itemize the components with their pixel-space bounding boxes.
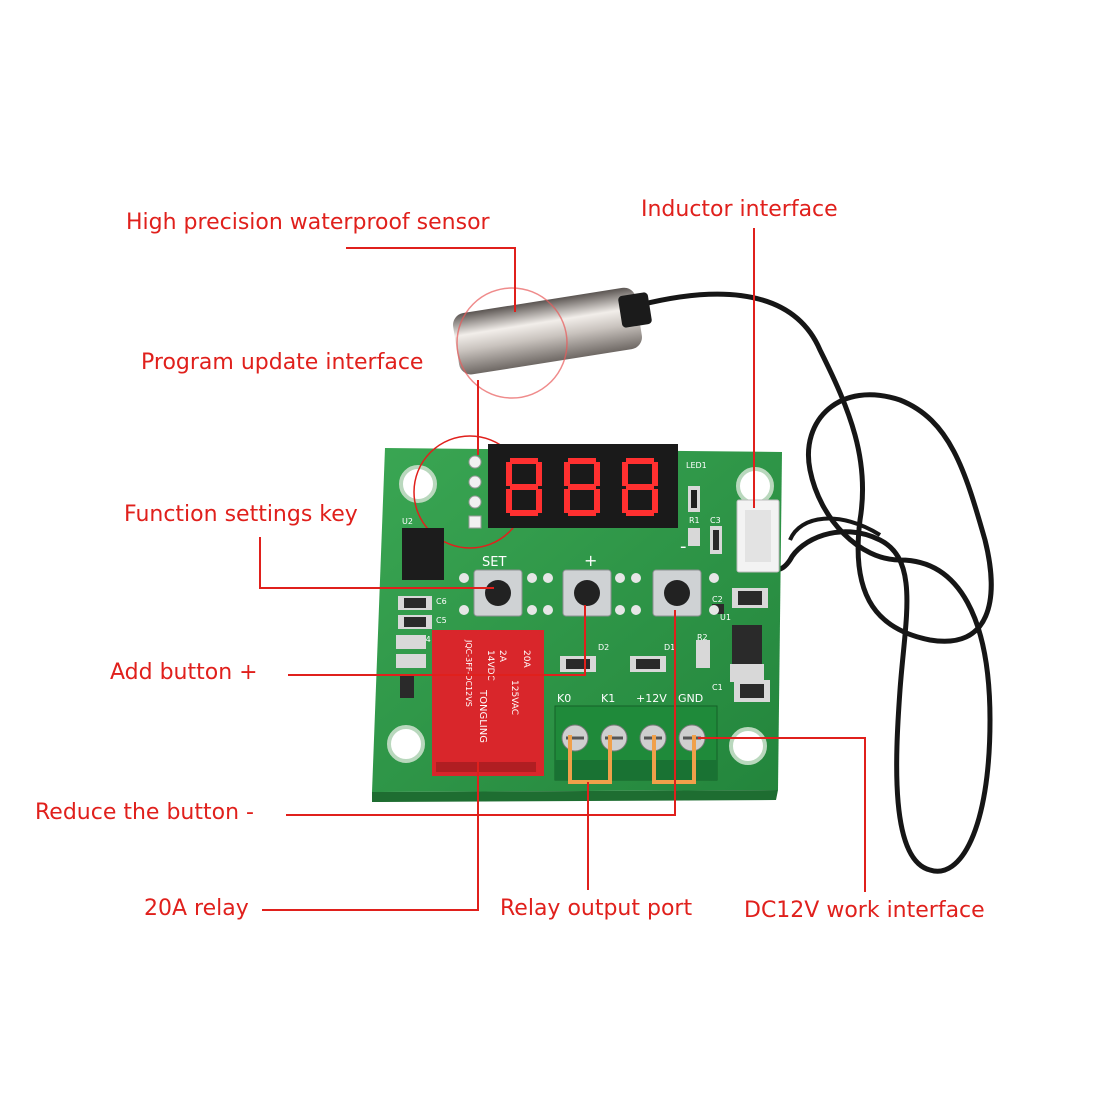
terminal-label: K1 bbox=[601, 692, 615, 705]
leader-lines bbox=[259, 228, 866, 911]
relay: TONGLING 20A 125VAC 2A 14VDC JQC-3FF-DC1… bbox=[432, 630, 544, 776]
component-silkscreen: R1 bbox=[689, 516, 700, 525]
sensor-highlight-circle bbox=[456, 287, 568, 399]
solder-pads bbox=[459, 573, 719, 615]
component-silkscreen: R2 bbox=[697, 633, 708, 642]
relay-spec: 2A bbox=[497, 650, 507, 663]
program-pins bbox=[468, 455, 482, 529]
label-function-key: Function settings key bbox=[124, 502, 358, 527]
label-add: Add button + bbox=[110, 660, 258, 685]
label-program: Program update interface bbox=[141, 350, 424, 375]
label-inductor: Inductor interface bbox=[641, 197, 838, 222]
relay-spec: 125VAC bbox=[509, 680, 519, 715]
add-key bbox=[562, 569, 612, 617]
label-dc12v: DC12V work interface bbox=[744, 898, 985, 923]
dc12v-leader-line bbox=[698, 737, 866, 892]
plus-silkscreen: + bbox=[584, 551, 597, 570]
terminal-label: GND bbox=[678, 692, 703, 705]
waterproof-sensor-probe bbox=[453, 287, 652, 375]
component-silkscreen: C2 bbox=[712, 595, 723, 604]
component-silkscreen: C6 bbox=[436, 597, 447, 606]
label-relay-output: Relay output port bbox=[500, 896, 693, 921]
ic-chip bbox=[402, 528, 444, 580]
mounting-hole bbox=[729, 727, 767, 765]
label-sensor: High precision waterproof sensor bbox=[126, 210, 490, 235]
reduce-leader-line bbox=[286, 610, 676, 816]
inductor-connector bbox=[736, 499, 780, 573]
component-silkscreen: C1 bbox=[712, 683, 723, 692]
display-digits bbox=[506, 458, 658, 516]
reduce-key bbox=[652, 569, 702, 617]
component-silkscreen: D2 bbox=[598, 643, 609, 652]
pcb-board: LED1 U2 SET + - R1 C3 C2 U1 R2 C1 C6 C5 … bbox=[372, 435, 782, 802]
component-silkscreen: C3 bbox=[710, 516, 721, 525]
add-leader-line bbox=[288, 605, 586, 676]
ic-silkscreen: U2 bbox=[402, 517, 413, 526]
relay-spec: 20A bbox=[521, 650, 531, 668]
label-relay: 20A relay bbox=[144, 896, 249, 921]
relay-leader-line bbox=[262, 762, 479, 911]
cable-loop bbox=[762, 529, 993, 874]
label-reduce: Reduce the button - bbox=[35, 800, 254, 825]
set-key bbox=[473, 569, 523, 617]
terminal-label: K0 bbox=[557, 692, 571, 705]
led-silkscreen: LED1 bbox=[686, 461, 707, 470]
component-silkscreen: D1 bbox=[664, 643, 675, 652]
cable-strand bbox=[788, 516, 882, 541]
sensor-leader-line bbox=[346, 247, 516, 312]
relay-spec: JQC-3FF-DC12VS bbox=[464, 639, 473, 707]
function-key-leader-line bbox=[259, 537, 494, 589]
component-silkscreen: U1 bbox=[720, 613, 731, 622]
component-silkscreen: C5 bbox=[436, 616, 447, 625]
mounting-hole bbox=[399, 465, 437, 503]
set-silkscreen: SET bbox=[482, 555, 506, 570]
minus-silkscreen: - bbox=[680, 536, 687, 557]
relay-brand: TONGLING bbox=[477, 689, 488, 743]
mounting-hole bbox=[387, 725, 425, 763]
relay-spec: 14VDC bbox=[485, 650, 495, 681]
terminal-label: +12V bbox=[636, 692, 667, 705]
